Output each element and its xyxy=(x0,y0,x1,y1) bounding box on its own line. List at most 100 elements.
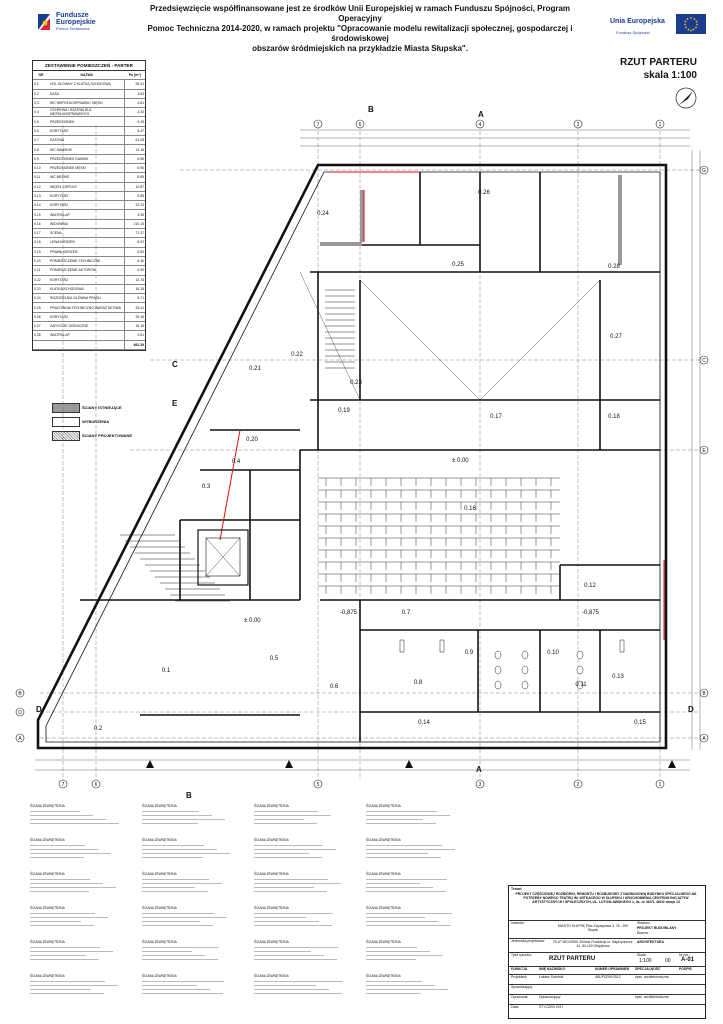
axis-label: C xyxy=(702,358,706,364)
fe-logo-icon xyxy=(36,10,52,32)
spec-line xyxy=(254,854,322,858)
tb-branch-label: Branża: xyxy=(637,931,649,935)
room-name-cell: KORYTARZ xyxy=(49,126,125,137)
legend-label: ŚCIANY ISTNIEJĄCE xyxy=(82,405,122,410)
level-label: -0,875 xyxy=(340,610,358,616)
tb-name-header: IMIĘ NAZWISKO xyxy=(539,967,566,971)
layer-spec-heading: ŚCIANA ZEWNĘTRZNA xyxy=(30,804,65,808)
tb-designer-role: Projektant: xyxy=(511,975,528,979)
spec-line xyxy=(366,854,441,858)
interior-walls xyxy=(80,172,660,742)
room-area-cell: 3.43 xyxy=(124,107,145,118)
spec-line xyxy=(30,876,90,880)
room-area-cell: 3.61 xyxy=(124,330,145,341)
room-name-cell: WIATROŁAP xyxy=(49,209,125,220)
room-no-cell: 0.25 xyxy=(33,302,49,313)
layer-spec-note: ŚCIANA ZEWNĘTRZNA xyxy=(30,872,130,892)
spec-line xyxy=(142,978,224,982)
layer-spec-heading: ŚCIANA ZEWNĘTRZNA xyxy=(30,838,65,842)
room-label: 0.8 xyxy=(414,680,423,686)
spec-line xyxy=(254,820,317,824)
section-letters: B A B A C E D D xyxy=(36,105,694,800)
axis-label: B xyxy=(18,691,22,697)
spec-line xyxy=(366,948,430,952)
room-no-cell: 0.27 xyxy=(33,321,49,332)
section-label: E xyxy=(172,399,178,408)
layer-spec-heading: ŚCIANA ZEWNĘTRZNA xyxy=(254,872,289,876)
tb-permit-header: NUMER UPRAWNIEŃ xyxy=(595,967,630,971)
room-label: 0.10 xyxy=(547,650,559,656)
room-no-cell: 0.10 xyxy=(33,163,49,174)
eu-logo-title: Unia Europejska xyxy=(610,18,665,25)
room-no-cell: 0.16 xyxy=(33,219,49,230)
spec-line xyxy=(142,922,213,926)
room-label: 0.2 xyxy=(94,726,103,732)
room-area-cell: 71.37 xyxy=(124,228,145,239)
room-label: 0.17 xyxy=(490,414,502,420)
section-label: D xyxy=(688,705,694,714)
room-area-cell: 8.02 xyxy=(124,237,145,248)
spec-line xyxy=(366,850,428,854)
room-area-cell: 6.90 xyxy=(124,265,145,276)
room-label: 0.24 xyxy=(317,211,329,217)
room-schedule: ZESTAWIENIE POMIESZCZEŃ - PARTER NR NAZW… xyxy=(32,60,146,351)
section-label: D xyxy=(36,705,42,714)
tb-scale-label: Skala: xyxy=(637,953,647,957)
axis-label: A xyxy=(18,736,22,742)
spec-line xyxy=(30,884,116,888)
spec-line xyxy=(142,808,199,812)
room-label: 0.28 xyxy=(608,264,620,270)
section-label: A xyxy=(476,765,482,774)
spec-line xyxy=(254,884,314,888)
room-label: 0.19 xyxy=(338,408,350,414)
room-name-cell: WC DAMSKIE xyxy=(49,144,125,155)
axis-label: 3 xyxy=(479,782,482,788)
tb-sheet-label: Nr rys.: xyxy=(679,953,690,957)
section-label: B xyxy=(368,105,374,114)
room-name-cell: SCENA xyxy=(49,228,125,239)
tb-header-row: FUNKCJA IMIĘ NAZWISKO NUMER UPRAWNIEŃ SP… xyxy=(509,966,705,975)
spec-line xyxy=(142,990,223,994)
room-label: 0.20 xyxy=(246,437,258,443)
room-no-cell: 0.14 xyxy=(33,200,49,211)
spec-line xyxy=(30,914,108,918)
room-area-cell: 6.46 xyxy=(124,256,145,267)
layer-spec-note: ŚCIANA ZEWNĘTRZNA xyxy=(366,940,466,960)
axis-label: 5 xyxy=(317,782,320,788)
room-name-cell: WIATROŁAP xyxy=(49,330,125,341)
axis-label: G xyxy=(702,168,706,174)
spec-line xyxy=(142,952,205,956)
layer-spec-heading: ŚCIANA ZEWNĘTRZNA xyxy=(366,838,401,842)
room-area-cell: 20.16 xyxy=(124,312,145,323)
room-area-cell: 61.08 xyxy=(124,135,145,146)
spec-line xyxy=(30,986,91,990)
spec-line xyxy=(30,816,106,820)
tb-designer-spec: spec. architektoniczna xyxy=(635,975,669,979)
tb-designer-name: Łukasz Sokolski xyxy=(539,975,564,979)
room-label: 0.27 xyxy=(610,334,622,340)
spec-line xyxy=(142,820,198,824)
legend-swatch xyxy=(52,417,80,427)
spec-line xyxy=(254,842,323,846)
spec-line xyxy=(30,944,100,948)
room-name-cell: POMIESZCZENIE TECHNICZNE xyxy=(49,256,125,267)
axis-bubble-labels: G C E B A B D A 7 6 4 2 1 7 6 5 3 2 1 xyxy=(18,122,706,788)
room-name-cell: WIDOWNIA xyxy=(49,219,125,230)
tb-investor-label: Inwestor: xyxy=(511,921,525,925)
layer-spec-note: ŚCIANA ZEWNĘTRZNA xyxy=(142,906,242,926)
fe-logo-subtitle: Pomoc Techniczna xyxy=(56,26,90,31)
north-arrow-icon xyxy=(675,87,697,109)
layer-spec-heading: ŚCIANA ZEWNĘTRZNA xyxy=(142,906,177,910)
spec-line xyxy=(30,854,84,858)
spec-line xyxy=(254,914,306,918)
spec-line xyxy=(366,922,451,926)
spec-line xyxy=(254,948,311,952)
room-area-cell: 10.87 xyxy=(124,182,145,192)
